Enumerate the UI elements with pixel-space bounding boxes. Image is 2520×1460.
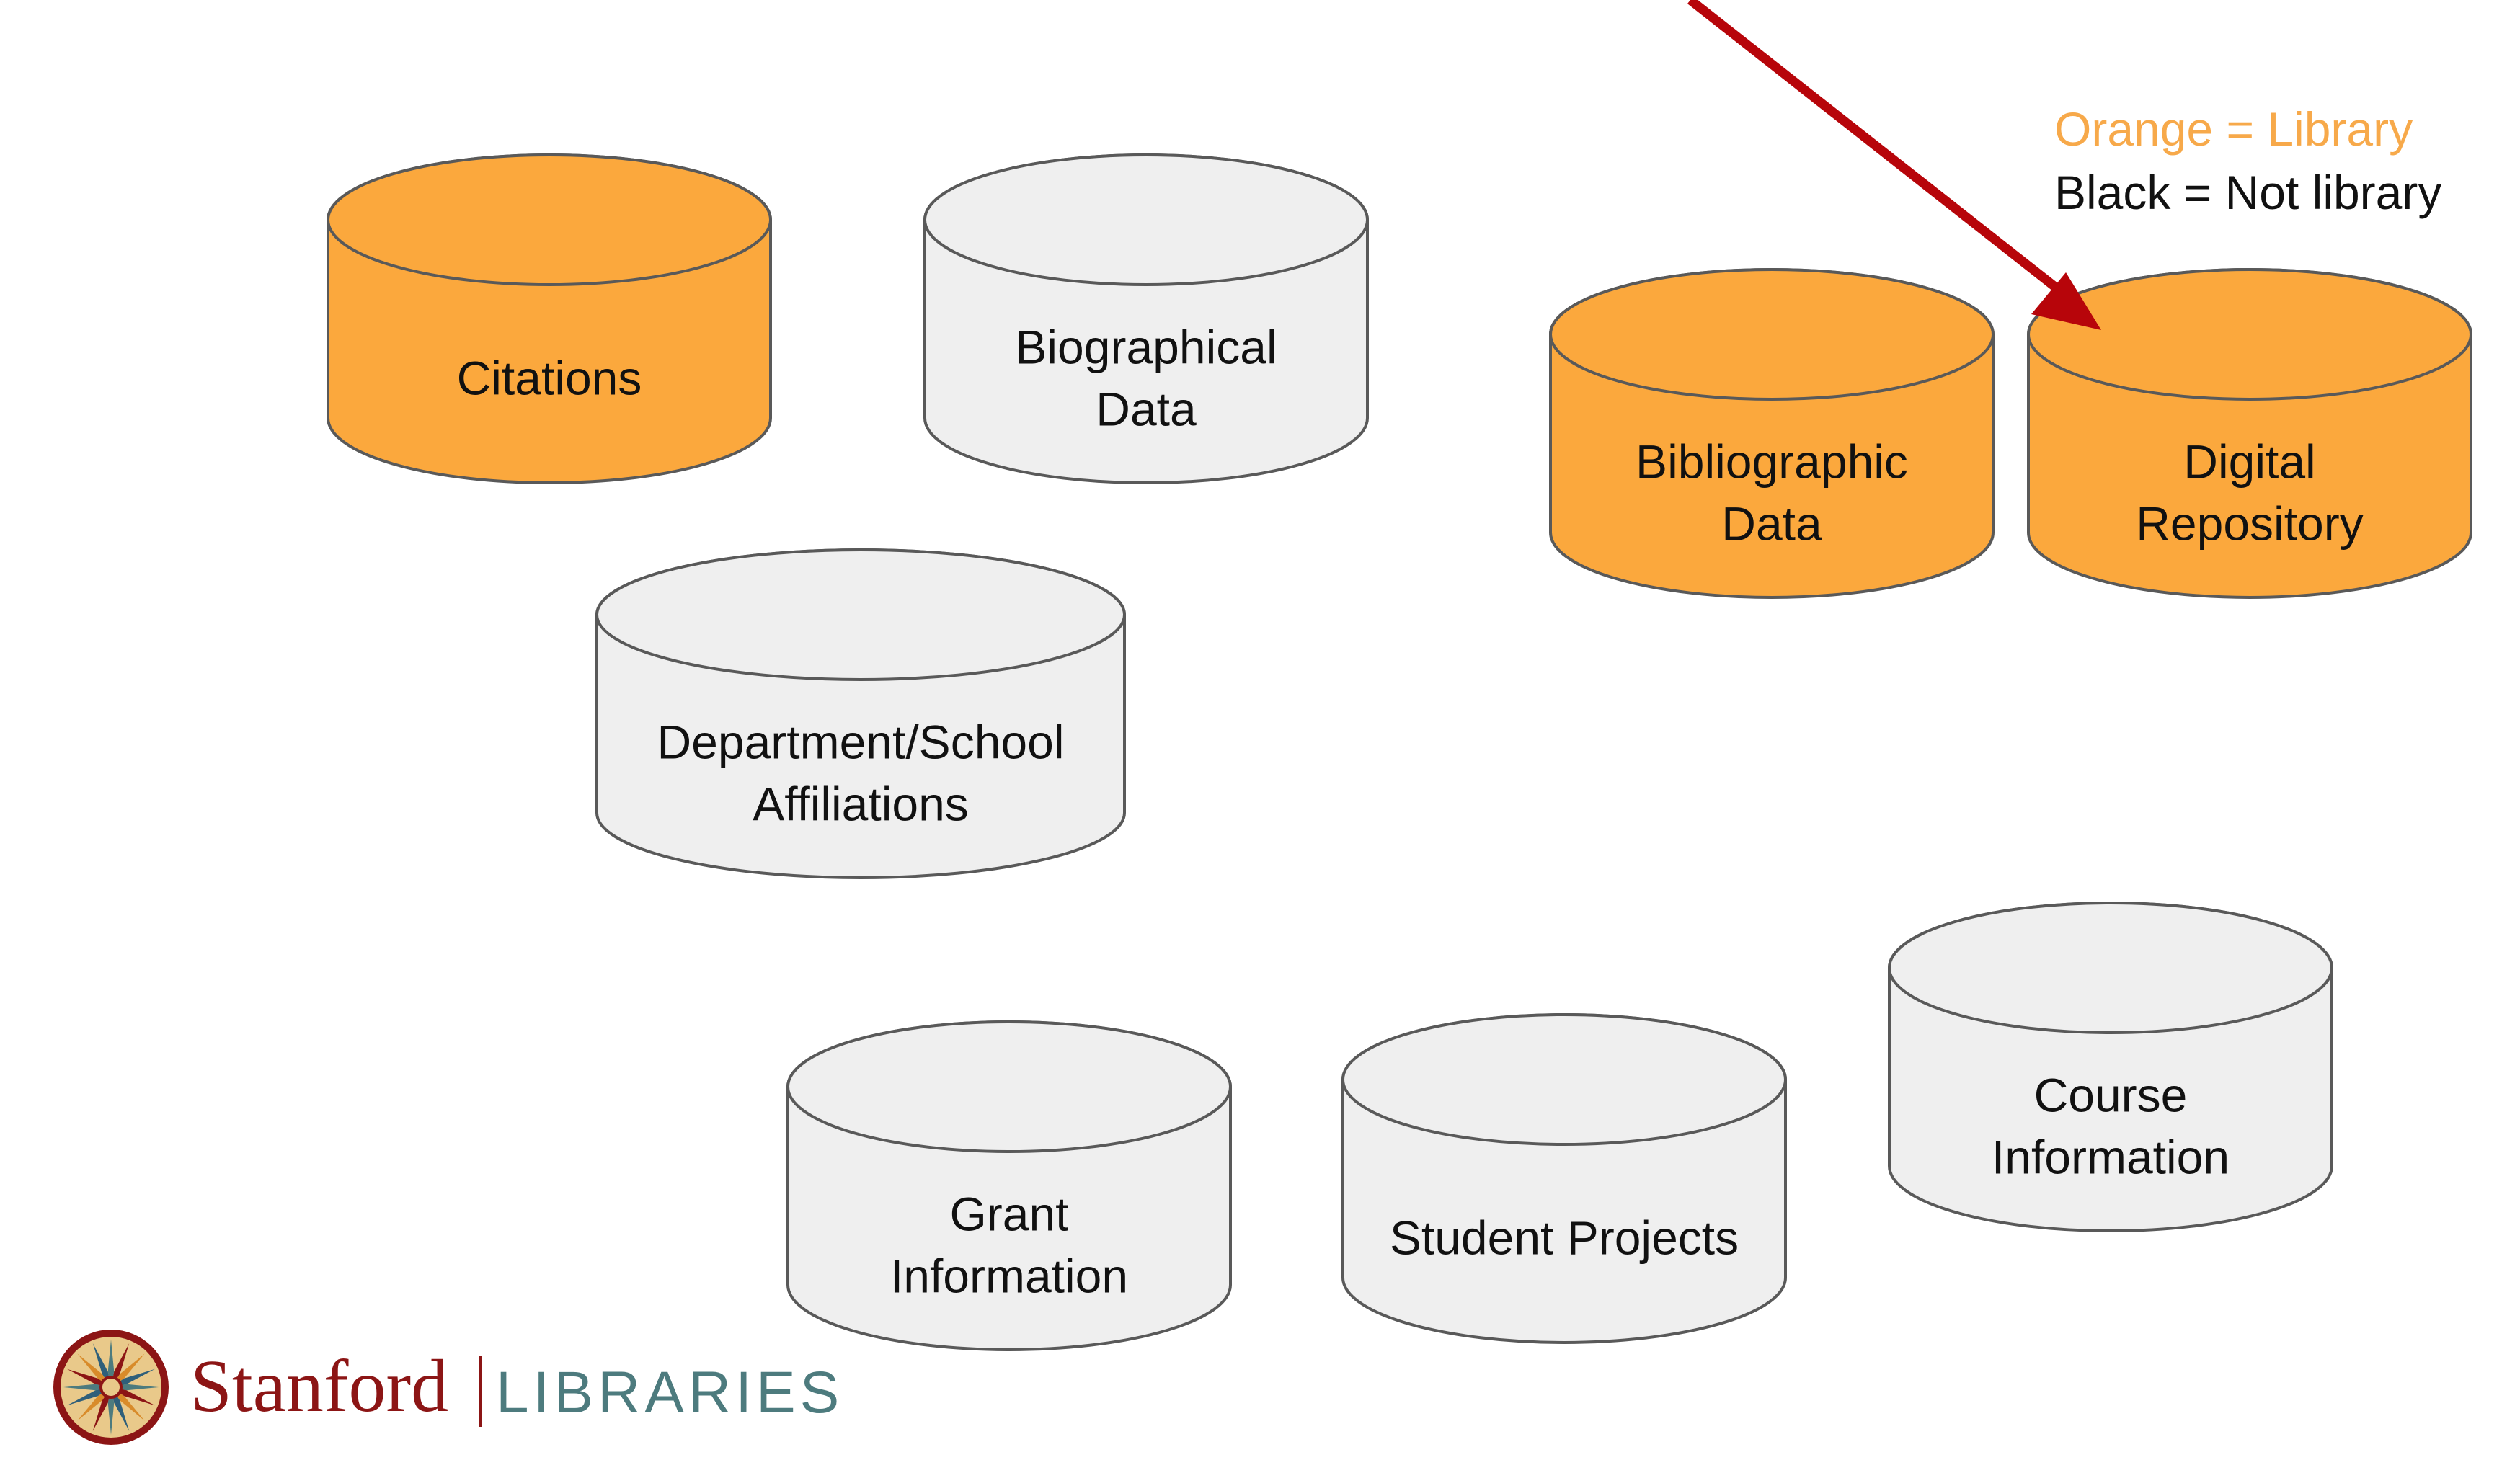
cylinder-label: Course xyxy=(2034,1069,2188,1122)
cylinder-citations: Citations xyxy=(327,153,772,484)
logo-stanford: Stanford xyxy=(190,1345,448,1428)
legend: Orange = Library Black = Not library xyxy=(2054,102,2441,219)
cylinder-label: Affiliations xyxy=(753,778,969,831)
cylinder-top xyxy=(2027,268,2472,401)
cylinder-group: Citations BiographicalDataDepartment/Scho… xyxy=(327,153,2472,1351)
cylinder-label: Grant xyxy=(949,1188,1068,1241)
logo-libraries: LIBRARIES xyxy=(496,1360,843,1425)
cylinder-student-projects: Student Projects xyxy=(1341,1013,1787,1344)
cylinder-label: Student Projects xyxy=(1390,1211,1739,1265)
cylinder-top xyxy=(1341,1013,1787,1146)
cylinder-label: Information xyxy=(890,1250,1128,1303)
cylinder-top xyxy=(1888,902,2333,1034)
cylinder-top xyxy=(595,548,1126,681)
cylinder-top xyxy=(327,153,772,286)
cylinder-label: Digital xyxy=(2183,435,2315,489)
legend-library: Orange = Library xyxy=(2054,102,2413,156)
cylinder-label: Data xyxy=(1096,383,1197,436)
cylinder-top xyxy=(1549,268,1995,401)
cylinder-label: Citations xyxy=(457,352,642,405)
stanford-libraries-logo: Stanford LIBRARIES xyxy=(53,1330,843,1445)
cylinder-label: Repository xyxy=(2136,497,2363,551)
stanford-seal-icon xyxy=(53,1330,169,1445)
cylinder-label: Biographical xyxy=(1015,321,1277,374)
cylinder-label: Department/School xyxy=(657,716,1065,769)
arrow-icon xyxy=(1687,0,2101,330)
cylinder-label: Information xyxy=(1992,1131,2230,1184)
legend-not-library: Black = Not library xyxy=(2054,166,2441,219)
cylinder-top xyxy=(923,153,1369,286)
logo-divider xyxy=(479,1356,482,1427)
cylinder-label: Data xyxy=(1721,497,1822,551)
cylinder-top xyxy=(786,1020,1232,1153)
cylinder-label: Bibliographic xyxy=(1636,435,1908,489)
